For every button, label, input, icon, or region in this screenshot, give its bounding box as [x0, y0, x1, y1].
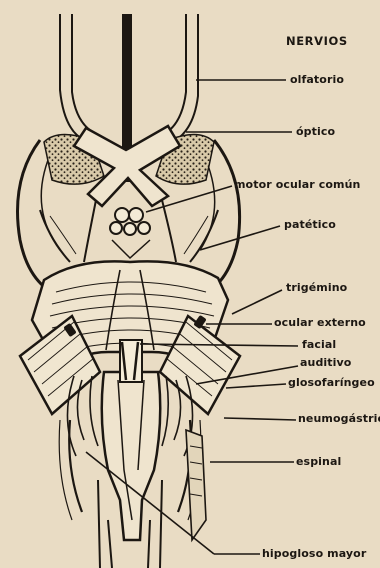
label-facial: facial: [302, 338, 336, 351]
label-optico: óptico: [296, 125, 335, 138]
mammillary-bodies: [110, 208, 150, 235]
label-ocular-externo: ocular externo: [274, 316, 366, 329]
label-motor-ocular-comun: motor ocular común: [234, 178, 360, 191]
label-olfatorio: olfatorio: [290, 73, 344, 86]
label-espinal: espinal: [296, 455, 341, 468]
label-trigemino: trigémino: [286, 281, 347, 294]
label-auditivo: auditivo: [300, 356, 351, 369]
label-hipogloso-mayor: hipogloso mayor: [262, 547, 366, 560]
label-neumogastrico: neumogástrico: [298, 412, 380, 425]
diagram-title: NERVIOS: [286, 34, 348, 48]
label-glosofaringeo: glosofaríngeo: [288, 376, 375, 389]
label-patetico: patético: [284, 218, 336, 231]
